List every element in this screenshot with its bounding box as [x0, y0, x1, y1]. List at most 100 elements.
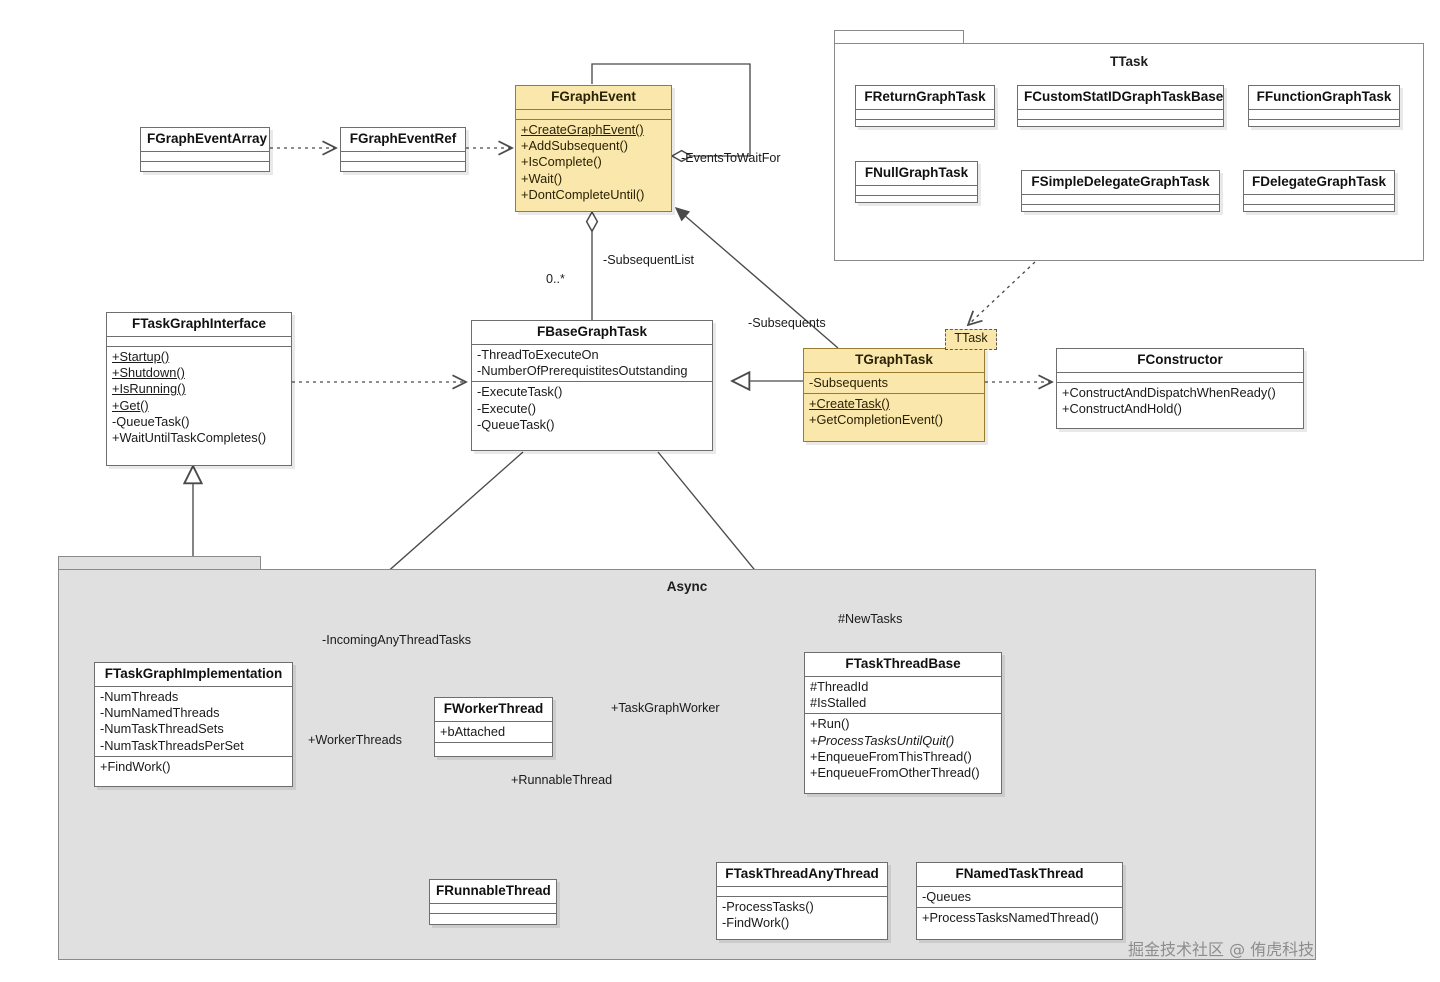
class-ftaskthreadbase[interactable]: FTaskThreadBase #ThreadId #IsStalled +Ru… — [804, 652, 1002, 794]
class-fworkerthread[interactable]: FWorkerThread +bAttached — [434, 697, 553, 757]
class-ftaskthreadanythread[interactable]: FTaskThreadAnyThread -ProcessTasks() -Fi… — [716, 862, 888, 940]
operations-compartment — [141, 162, 269, 172]
class-fcustomstatidgraphtaskbase[interactable]: FCustomStatIDGraphTaskBase — [1017, 85, 1224, 127]
attribute: -Queues — [922, 888, 972, 904]
operations-compartment: -ExecuteTask() -Execute() -QueueTask() — [472, 382, 712, 435]
class-fconstructor[interactable]: FConstructor +ConstructAndDispatchWhenRe… — [1056, 348, 1304, 429]
class-title: FGraphEventArray — [141, 128, 269, 152]
attributes-compartment: -NumThreads -NumNamedThreads -NumTaskThr… — [95, 687, 292, 758]
operation: +ConstructAndHold() — [1062, 400, 1182, 416]
attributes-compartment: #ThreadId #IsStalled — [805, 677, 1001, 715]
attributes-compartment — [1057, 373, 1303, 383]
class-title: FNullGraphTask — [856, 162, 977, 186]
class-tgraphtask[interactable]: TGraphTask -Subsequents +CreateTask() +G… — [803, 348, 985, 442]
class-title: FBaseGraphTask — [472, 321, 712, 345]
operations-compartment — [341, 162, 465, 172]
edge-label-subsequent-list: -SubsequentList — [603, 253, 695, 267]
operation: +EnqueueFromOtherThread() — [810, 765, 980, 781]
attributes-compartment: -Subsequents — [804, 373, 984, 394]
attributes-compartment: +bAttached — [435, 722, 552, 743]
edge-label-task-graph-worker: +TaskGraphWorker — [611, 701, 720, 715]
edge-label-events-to-wait-for: -EventsToWaitFor — [681, 151, 781, 165]
operation: -ExecuteTask() — [477, 384, 563, 400]
class-fgraphevent[interactable]: FGraphEvent +CreateGraphEvent() +AddSubs… — [515, 85, 672, 212]
operation: +GetCompletionEvent() — [809, 412, 944, 428]
class-title: FTaskThreadAnyThread — [717, 863, 887, 887]
class-title: FFunctionGraphTask — [1249, 86, 1399, 110]
class-fgrapheventarray[interactable]: FGraphEventArray — [140, 127, 270, 172]
operation: -QueueTask() — [112, 414, 190, 430]
attribute: -Subsequents — [809, 374, 888, 390]
class-title: FWorkerThread — [435, 698, 552, 722]
operation: +Get() — [112, 397, 149, 413]
attribute: #IsStalled — [810, 694, 867, 710]
attributes-compartment — [1249, 110, 1399, 120]
class-title: FTaskThreadBase — [805, 653, 1001, 677]
class-ftaskgraphinterface[interactable]: FTaskGraphInterface +Startup() +Shutdown… — [106, 312, 292, 466]
operations-compartment — [1018, 120, 1223, 130]
class-title: TGraphTask — [804, 349, 984, 373]
operations-compartment — [1244, 205, 1394, 215]
operation: -ProcessTasks() — [722, 898, 814, 914]
operations-compartment: +Run() +ProcessTasksUntilQuit() +Enqueue… — [805, 714, 1001, 784]
attributes-compartment — [856, 110, 994, 120]
edge-label-subsequents: -Subsequents — [748, 316, 826, 330]
class-title: FNamedTaskThread — [917, 863, 1122, 887]
class-ffunctiongraphtask[interactable]: FFunctionGraphTask — [1248, 85, 1400, 127]
operations-compartment: +Startup() +Shutdown() +IsRunning() +Get… — [107, 347, 291, 449]
operations-compartment — [1022, 205, 1219, 215]
class-fnullgraphtask[interactable]: FNullGraphTask — [855, 161, 978, 203]
attributes-compartment — [717, 887, 887, 897]
class-freturngraphtask[interactable]: FReturnGraphTask — [855, 85, 995, 127]
operation: +AddSubsequent() — [521, 137, 629, 153]
class-fnamedtaskthread[interactable]: FNamedTaskThread -Queues +ProcessTasksNa… — [916, 862, 1123, 940]
attribute: -ThreadToExecuteOn — [477, 346, 599, 362]
operation: +WaitUntilTaskCompletes() — [112, 430, 267, 446]
class-fgrapheventref[interactable]: FGraphEventRef — [340, 127, 466, 172]
class-fsimpledelegategraphtask[interactable]: FSimpleDelegateGraphTask — [1021, 170, 1220, 212]
class-title: FTaskGraphInterface — [107, 313, 291, 337]
attributes-compartment — [107, 337, 291, 347]
class-title: FSimpleDelegateGraphTask — [1022, 171, 1219, 195]
operation: +DontCompleteUntil() — [521, 187, 645, 203]
operation: +Wait() — [521, 170, 563, 186]
class-frunnablethread[interactable]: FRunnableThread — [429, 879, 557, 925]
ttask-package-tab — [834, 30, 964, 44]
attributes-compartment — [1244, 195, 1394, 205]
operations-compartment — [856, 196, 977, 206]
operation: +Startup() — [112, 348, 170, 364]
operation: +ProcessTasksUntilQuit() — [810, 732, 955, 748]
edge-label-runnable-thread: +RunnableThread — [511, 773, 613, 787]
operations-compartment: -ProcessTasks() -FindWork() — [717, 897, 887, 934]
edge-label-new-tasks: #NewTasks — [838, 612, 903, 626]
edge-label-subsequent-list-multiplicity: 0..* — [546, 272, 565, 286]
attributes-compartment — [856, 186, 977, 196]
operation: -QueueTask() — [477, 417, 555, 433]
operation: +EnqueueFromThisThread() — [810, 749, 972, 765]
class-title: FReturnGraphTask — [856, 86, 994, 110]
attribute: -NumThreads — [100, 688, 179, 704]
operations-compartment: +CreateGraphEvent() +AddSubsequent() +Is… — [516, 120, 671, 206]
class-title: FRunnableThread — [430, 880, 556, 904]
ttask-package-title: TTask — [1109, 54, 1148, 69]
class-title: FDelegateGraphTask — [1244, 171, 1394, 195]
operation: +ProcessTasksNamedThread() — [922, 909, 1099, 925]
operations-compartment — [1249, 120, 1399, 130]
edge-label-worker-threads: +WorkerThreads — [308, 733, 402, 747]
class-fbasegraphtask[interactable]: FBaseGraphTask -ThreadToExecuteOn -Numbe… — [471, 320, 713, 451]
operation: +IsRunning() — [112, 381, 186, 397]
attribute: +bAttached — [440, 723, 506, 739]
operations-compartment: +CreateTask() +GetCompletionEvent() — [804, 394, 984, 431]
operation: +Shutdown() — [112, 364, 185, 380]
operation: +CreateGraphEvent() — [521, 121, 644, 137]
attributes-compartment: -Queues — [917, 887, 1122, 908]
async-package-tab — [58, 556, 261, 570]
attributes-compartment — [341, 152, 465, 162]
edge-label-incoming-any-thread-tasks: -IncomingAnyThreadTasks — [322, 633, 472, 647]
class-title: FTaskGraphImplementation — [95, 663, 292, 687]
attribute: -NumberOfPrerequistitesOutstanding — [477, 362, 688, 378]
operations-compartment — [430, 914, 556, 924]
class-fdelegategraphtask[interactable]: FDelegateGraphTask — [1243, 170, 1395, 212]
class-ftaskgraphimplementation[interactable]: FTaskGraphImplementation -NumThreads -Nu… — [94, 662, 293, 787]
